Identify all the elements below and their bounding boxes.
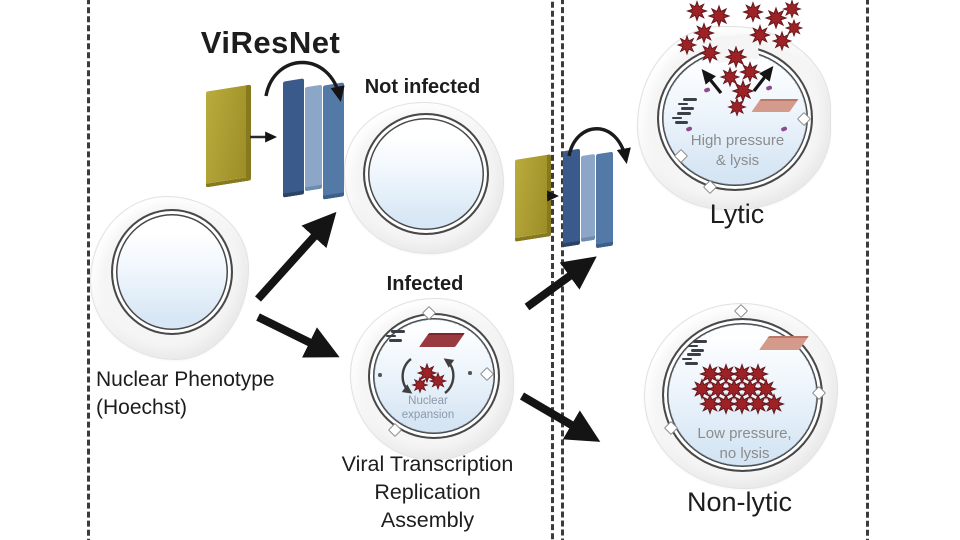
nonlytic-nucleus-note-line2: no lysis xyxy=(719,445,770,462)
infected-caption: Viral Transcription Replication Assembly xyxy=(325,450,530,534)
speck-icon xyxy=(468,371,472,375)
viral-mrna-icon xyxy=(678,98,697,110)
viral-mrna-icon xyxy=(386,330,405,342)
infected-nucleus-note-line1: Nuclear xyxy=(408,395,448,407)
input-image-plate xyxy=(206,84,251,188)
input-nucleus xyxy=(111,209,233,335)
speck-icon xyxy=(378,373,382,377)
lytic-nucleus-note-line1: High pressure xyxy=(690,132,785,149)
resnet-layer-plate xyxy=(283,78,304,198)
lysis-gap xyxy=(714,32,760,64)
model-title-text: ViResNet xyxy=(200,25,341,60)
input-caption: Nuclear Phenotype (Hoechst) xyxy=(96,366,326,422)
lytic-nucleus-note: High pressure & lysis xyxy=(670,131,805,171)
input-caption-line2: (Hoechst) xyxy=(96,396,188,419)
nonlytic-label: Non-lytic xyxy=(686,487,793,517)
input-image-plate-2 xyxy=(515,154,551,242)
infected-label: Infected xyxy=(386,273,464,295)
input-caption-line1: Nuclear Phenotype xyxy=(96,368,275,391)
infected-nucleus-note-line2: expansion xyxy=(401,409,455,421)
input-cell xyxy=(90,196,249,360)
not-infected-nucleus xyxy=(363,113,489,235)
viral-mrna-icon xyxy=(682,353,701,365)
lytic-label: Lytic xyxy=(709,199,765,229)
resnet-layer-plate-2 xyxy=(563,148,580,248)
infected-caption-line2: Replication xyxy=(374,480,481,504)
viral-mrna-icon xyxy=(688,340,707,352)
resnet-layer-plate xyxy=(323,82,344,200)
not-infected-label: Not infected xyxy=(364,76,481,98)
infected-cell xyxy=(350,298,514,460)
not-infected-cell xyxy=(344,102,504,254)
infected-nucleus-note: Nuclear expansion xyxy=(383,394,473,422)
resnet-layer-plate-2 xyxy=(596,151,613,249)
resnet-layer-plate-2 xyxy=(581,153,595,243)
lytic-nucleus-note-line2: & lysis xyxy=(715,152,760,169)
resnet-layer-plate xyxy=(305,84,322,192)
infected-caption-line1: Viral Transcription xyxy=(341,452,514,476)
nonlytic-nucleus-note-line1: Low pressure, xyxy=(697,425,792,442)
infected-caption-line3: Assembly xyxy=(380,508,475,532)
model-title: ViResNet xyxy=(168,25,373,61)
nonlytic-nucleus-note: Low pressure, no lysis xyxy=(677,424,812,464)
viral-mrna-icon xyxy=(672,112,691,124)
